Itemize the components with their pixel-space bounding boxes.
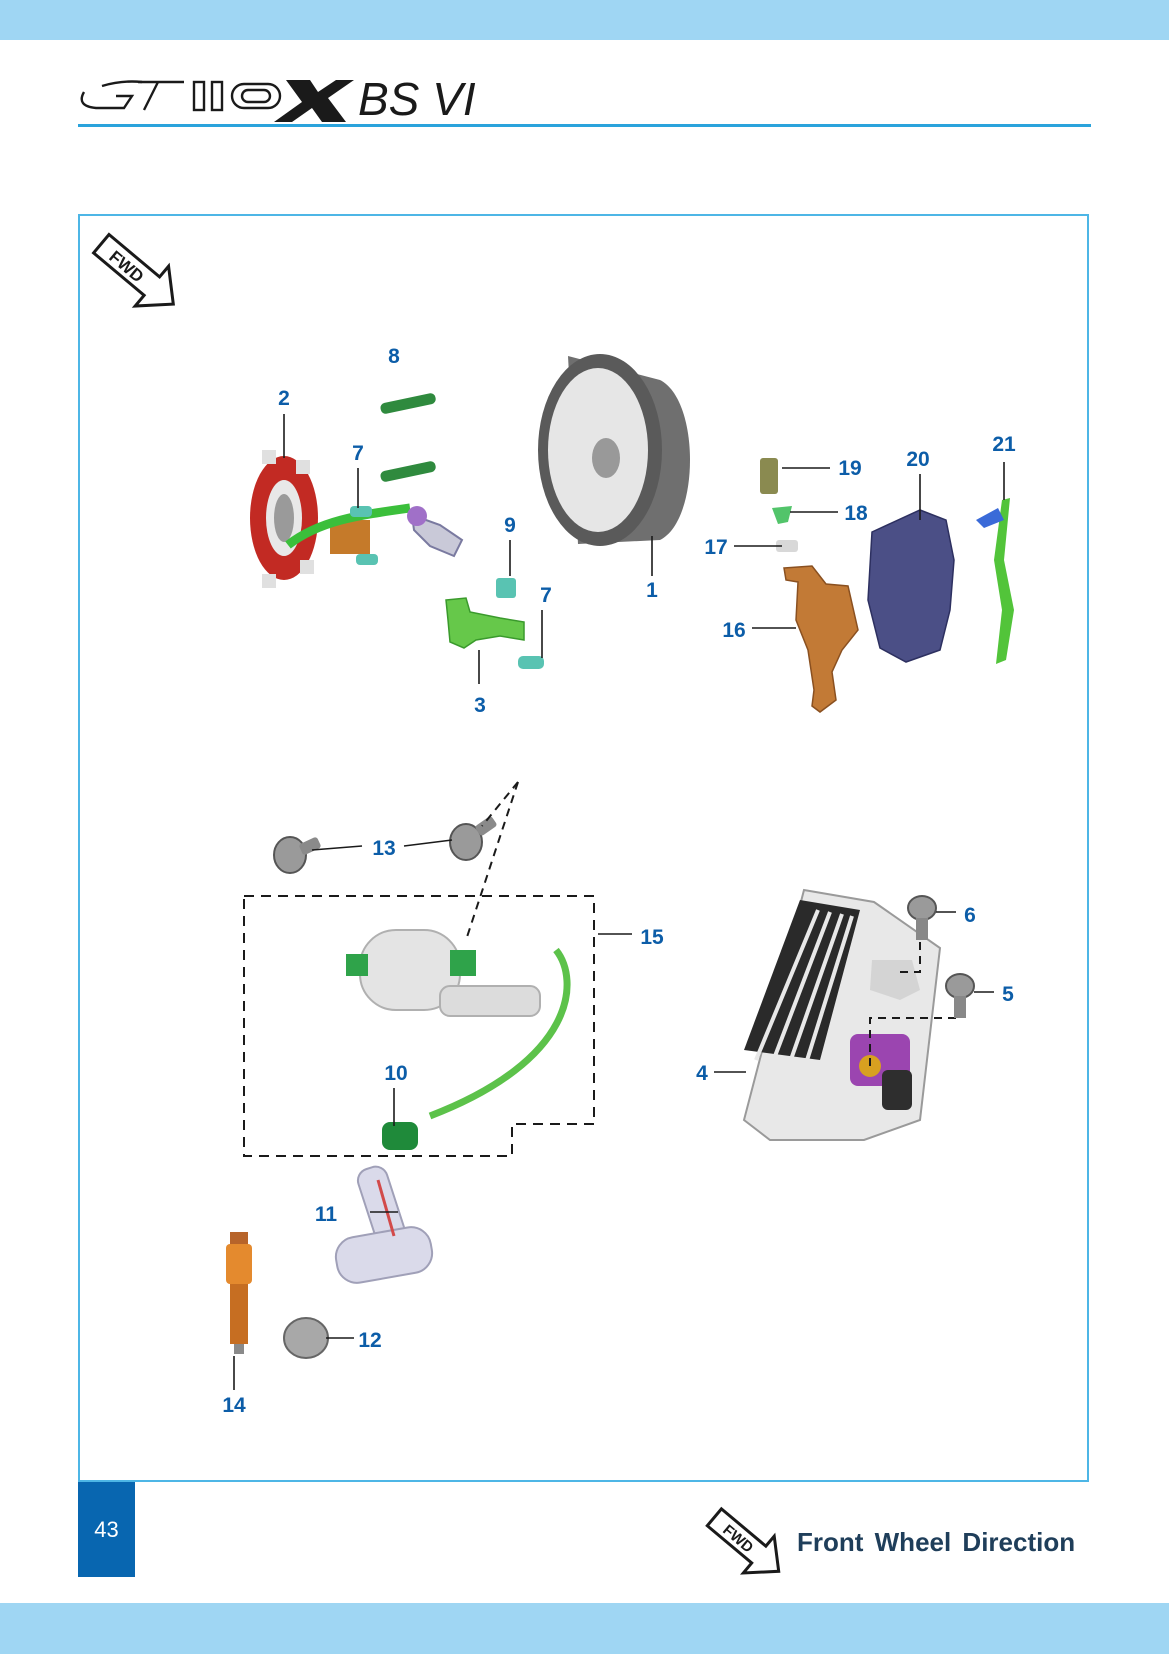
callout-10: 10 (384, 1062, 407, 1085)
pickup-coil-icon (285, 503, 464, 558)
callout-15: 15 (640, 926, 664, 949)
callout-11: 11 (315, 1203, 338, 1226)
callout-17: 17 (704, 536, 727, 559)
callout-labels: 2 8 7 9 7 3 1 19 18 17 16 20 21 13 15 10… (222, 345, 1016, 1417)
regulator-rectifier-4-icon (742, 888, 942, 1141)
grommet-18-icon (772, 506, 792, 524)
front-wheel-direction-label: Front Wheel Direction (797, 1527, 1076, 1557)
flywheel-rotor-icon (538, 354, 690, 546)
callout-14: 14 (222, 1394, 246, 1417)
nut-12-icon (283, 1317, 329, 1359)
callout-20: 20 (906, 448, 929, 471)
bracket-3-icon (445, 597, 525, 649)
diagram-frame (78, 214, 1089, 1482)
collar-17-icon (776, 540, 798, 552)
callout-12: 12 (358, 1329, 381, 1352)
callout-3: 3 (474, 694, 486, 717)
bolt-6-leader (900, 938, 921, 973)
bottom-band (0, 1603, 1169, 1654)
callout-6: 6 (964, 904, 976, 927)
callout-leaders (233, 414, 1005, 1390)
callout-2: 2 (278, 387, 290, 410)
callout-8: 8 (388, 345, 400, 368)
fwd-legend-icon: FWD (705, 1506, 781, 1575)
screw-7-icon (350, 506, 544, 669)
bolt-13-icon (273, 816, 497, 874)
header-rule (78, 124, 1091, 127)
ignition-coil-icon (346, 929, 541, 1017)
brand-logo (80, 80, 354, 122)
spark-plug-cap-11-icon (334, 1165, 434, 1284)
strap-21-icon (994, 498, 1014, 664)
model-suffix: BS VI (358, 73, 476, 125)
callout-18: 18 (844, 502, 868, 525)
callout-1: 1 (646, 579, 658, 602)
callout-7a: 7 (352, 442, 364, 465)
stator-part-icon (250, 450, 318, 588)
ht-cable-icon (428, 947, 571, 1120)
bolt-19-icon (760, 458, 778, 494)
cdi-unit-20-icon (867, 509, 955, 663)
cap-10-icon (382, 1122, 418, 1150)
top-band (0, 0, 1169, 40)
callout-7b: 7 (540, 584, 552, 607)
callout-16: 16 (722, 619, 745, 642)
ignition-coil-kit-15-outline (243, 895, 595, 1157)
screw-9-icon (496, 578, 516, 598)
bolt-8-icon (380, 393, 436, 482)
callout-13: 13 (372, 837, 395, 860)
spark-plug-14-icon (226, 1232, 252, 1354)
fwd-direction-icon: FWD (91, 232, 175, 308)
callout-5: 5 (1002, 983, 1014, 1006)
page-number: 43 (78, 1482, 135, 1577)
callout-4: 4 (696, 1062, 708, 1085)
strap-clip-icon (976, 508, 1004, 528)
bolt-5-icon (945, 973, 975, 1018)
bolt-6-icon (907, 895, 937, 940)
callout-19: 19 (838, 457, 861, 480)
callout-9: 9 (504, 514, 516, 537)
callout-21: 21 (992, 433, 1016, 456)
bolt-13-leader-a (465, 781, 519, 941)
bracket-16-icon (783, 565, 859, 713)
bolt-5-leader (869, 1017, 962, 1066)
bolt-13-leader-b (481, 781, 519, 827)
